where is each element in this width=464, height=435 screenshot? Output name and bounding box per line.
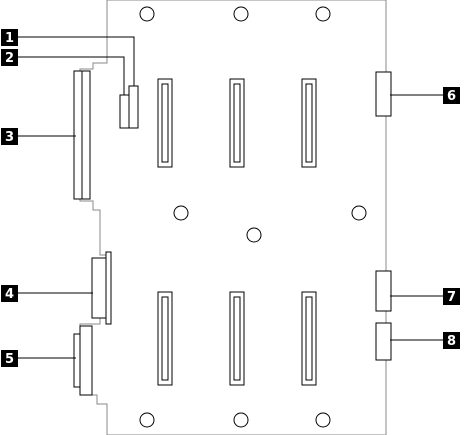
lower-slot-connector-1 <box>158 292 172 385</box>
mounting-hole <box>140 7 154 21</box>
svg-text:2: 2 <box>5 51 14 66</box>
svg-text:4: 4 <box>5 287 14 302</box>
callout-5: 5 <box>1 350 18 367</box>
upper-slot-connector-2 <box>230 79 244 167</box>
mounting-hole <box>234 7 248 21</box>
mounting-hole <box>352 206 366 220</box>
mounting-hole <box>234 413 248 427</box>
left-lower-connector <box>74 326 92 395</box>
svg-text:5: 5 <box>5 352 14 367</box>
callout-8: 8 <box>443 332 460 349</box>
left-long-connector <box>74 71 90 199</box>
mounting-hole <box>316 413 330 427</box>
callout-2: 2 <box>1 49 18 66</box>
mounting-hole <box>174 206 188 220</box>
right-lower-connector <box>376 323 391 360</box>
callout-3: 3 <box>1 128 18 145</box>
right-middle-connector <box>376 271 391 311</box>
svg-text:3: 3 <box>5 130 14 145</box>
mounting-hole <box>247 228 261 242</box>
svg-text:8: 8 <box>447 334 456 349</box>
svg-text:7: 7 <box>447 290 456 305</box>
svg-text:1: 1 <box>5 31 14 46</box>
callout-6: 6 <box>443 87 460 104</box>
callout-4: 4 <box>1 285 18 302</box>
lower-slot-connector-3 <box>302 292 316 385</box>
mounting-hole <box>140 413 154 427</box>
callout-1: 1 <box>1 29 18 46</box>
upper-slot-connector-3 <box>302 79 316 167</box>
left-middle-connector <box>92 252 111 324</box>
mounting-hole <box>316 7 330 21</box>
svg-text:6: 6 <box>447 89 456 104</box>
upper-slot-connector-1 <box>158 79 172 167</box>
lower-slot-connector-2 <box>230 292 244 385</box>
callout-7: 7 <box>443 288 460 305</box>
right-upper-connector <box>376 72 391 116</box>
